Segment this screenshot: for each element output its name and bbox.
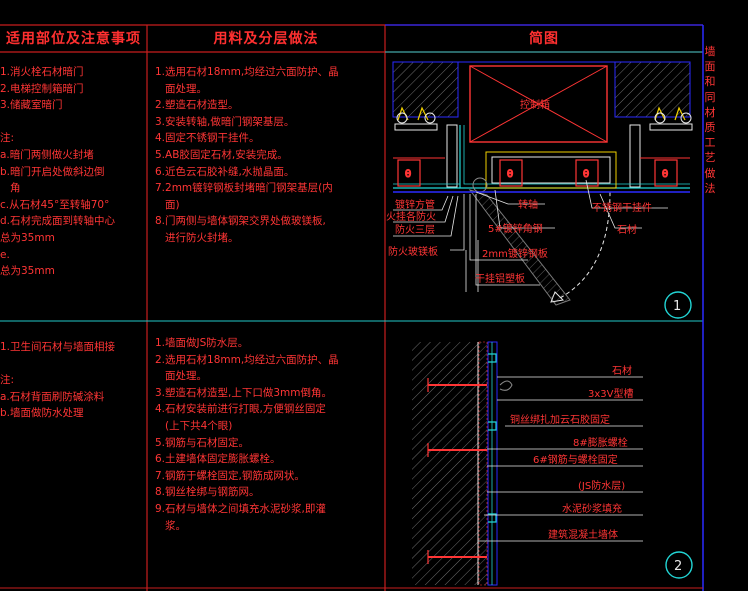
material-step: 浆。: [155, 519, 187, 532]
header-materials: 用料及分层做法: [213, 31, 319, 47]
usage-line: 总为35mm: [0, 231, 55, 244]
usage-line: a.暗门两侧做火封堵: [0, 148, 94, 161]
usage-line: d.石材完成面到转轴中心: [0, 215, 116, 228]
usage-line: 1.消火栓石材暗门: [0, 66, 84, 78]
material-step: 6.近色云石胶补缝,水抛晶面。: [155, 165, 295, 178]
header-usage: 适用部位及注意事项: [6, 31, 141, 47]
label-mgo-board: 防火玻镁板: [388, 245, 438, 258]
label-d2-mortar: 水泥砂浆填充: [562, 502, 622, 515]
side-char: 墙: [704, 45, 716, 58]
material-step: 面处理。: [155, 370, 208, 383]
usage-line: 3.储藏室暗门: [0, 99, 63, 112]
material-step: 8.钢丝栓绑与钢筋网。: [155, 486, 260, 499]
label-d2-waterproof: (JS防水层): [578, 479, 625, 492]
material-step: 进行防火封堵。: [155, 231, 239, 244]
material-step: 1.墙面做JS防水层。: [155, 337, 249, 349]
side-char: 质: [704, 121, 716, 135]
material-step: 面): [155, 198, 180, 211]
side-char: 艺: [704, 151, 716, 165]
usage-line: 角: [0, 182, 21, 195]
usage-line: a.石材背面刷防碱涂料: [0, 390, 105, 403]
diagram-2-number: 2: [674, 559, 682, 574]
usage-line: b.暗门开启处做斜边倒: [0, 165, 105, 178]
label-d2-rebar: 6#钢筋与螺栓固定: [533, 453, 618, 466]
label-fire-block: 火挂各防火: [386, 210, 436, 223]
usage-line: 注:: [0, 132, 15, 145]
svg-text:θ: θ: [507, 169, 513, 180]
usage-line: 总为35mm: [0, 265, 55, 278]
material-step: (上下共4个眼): [155, 419, 233, 432]
label-d2-wire: 铜丝绑扎加云石胶固定: [510, 413, 610, 426]
side-char: 工: [704, 136, 716, 150]
label-d2-bolt: 8#膨胀螺栓: [573, 436, 628, 449]
material-step: 2.塑造石材造型。: [155, 99, 239, 112]
svg-text:θ: θ: [583, 169, 589, 180]
usage-line: 注:: [0, 374, 15, 387]
material-step: 6.土建墙体固定膨胀螺栓。: [155, 453, 281, 466]
material-step: 4.固定不锈钢干挂件。: [155, 132, 260, 145]
row2-usage-text: 1.卫生间石材与墙面相接 注: a.石材背面刷防碱涂料 b.墙面做防水处理: [0, 339, 115, 422]
label-steel-plate: 2mm镀锌钢板: [482, 247, 548, 260]
side-char: 同: [704, 90, 716, 104]
material-step: 5.AB胶固定石材,安装完成。: [155, 148, 288, 161]
label-steel-hanger: 不锈钢干挂件: [592, 201, 652, 214]
label-aluminum-panel: 干挂铝塑板: [475, 272, 525, 285]
side-char: 材: [704, 105, 716, 119]
label-d2-wall: 建筑混凝土墙体: [548, 528, 618, 541]
header-diagram: 简图: [529, 31, 559, 47]
label-d2-groove: 3x3V型槽: [588, 387, 633, 400]
usage-line: e.: [0, 248, 10, 261]
material-step: 3.安装转轴,做暗门钢架基层。: [155, 115, 295, 128]
diagram-1-number: 1: [673, 299, 681, 314]
material-step: 2.选用石材18mm,均经过六面防护、晶: [155, 353, 339, 366]
usage-line: c.从石材45°至转轴70°: [0, 198, 110, 211]
label-pivot: 转轴: [518, 198, 538, 211]
row1-usage-text: 1.消火栓石材暗门 2.电梯控制箱暗门 3.储藏室暗门 注: a.暗门两侧做火封堵 b.…: [0, 64, 115, 280]
side-char: 做: [704, 166, 716, 180]
material-step: 8.门两侧与墙体钢架交界处做玻镁板,: [155, 215, 326, 228]
material-step: 5.钢筋与石材固定。: [155, 436, 250, 449]
side-char: 和: [704, 75, 716, 89]
material-step: 3.塑造石材造型,上下口做3mm倒角。: [155, 386, 332, 399]
side-label: 墙面和同材质工艺做法: [703, 44, 717, 196]
usage-line: 2.电梯控制箱暗门: [0, 82, 84, 95]
material-step: 1.选用石材18mm,均经过六面防护、晶: [155, 66, 339, 78]
material-step: 4.石材安装前进行打眼,方便钢丝固定: [155, 403, 326, 416]
usage-line: b.墙面做防水处理: [0, 407, 84, 420]
side-char: 法: [704, 181, 716, 195]
label-angle-steel: 5#镀锌角钢: [488, 222, 543, 235]
label-control-box: 控制箱: [520, 98, 550, 111]
usage-line: 1.卫生间石材与墙面相接: [0, 341, 116, 353]
label-steel-frame: 镀锌方管: [395, 198, 435, 211]
label-fire-layer: 防火三层: [395, 223, 435, 236]
material-step: 7.2mm镀锌钢板封堵暗门钢架基层(内: [155, 182, 333, 195]
svg-text:θ: θ: [662, 169, 668, 180]
row2-materials-text: 1.墙面做JS防水层。 2.选用石材18mm,均经过六面防护、晶 面处理。 3.塑造…: [155, 335, 339, 534]
label-stone: 石材: [617, 223, 637, 236]
side-char: 面: [704, 60, 716, 74]
material-step: 9.石材与墙体之间填充水泥砂浆,即灌: [155, 502, 326, 515]
row1-materials-text: 1.选用石材18mm,均经过六面防护、晶 面处理。 2.塑造石材造型。 3.安装转轴…: [155, 64, 339, 247]
material-step: 7.钢筋于螺栓固定,钢筋成网状。: [155, 469, 305, 482]
label-d2-stone: 石材: [612, 364, 632, 377]
svg-text:θ: θ: [405, 169, 411, 180]
material-step: 面处理。: [155, 82, 208, 95]
control-box: [469, 65, 608, 143]
